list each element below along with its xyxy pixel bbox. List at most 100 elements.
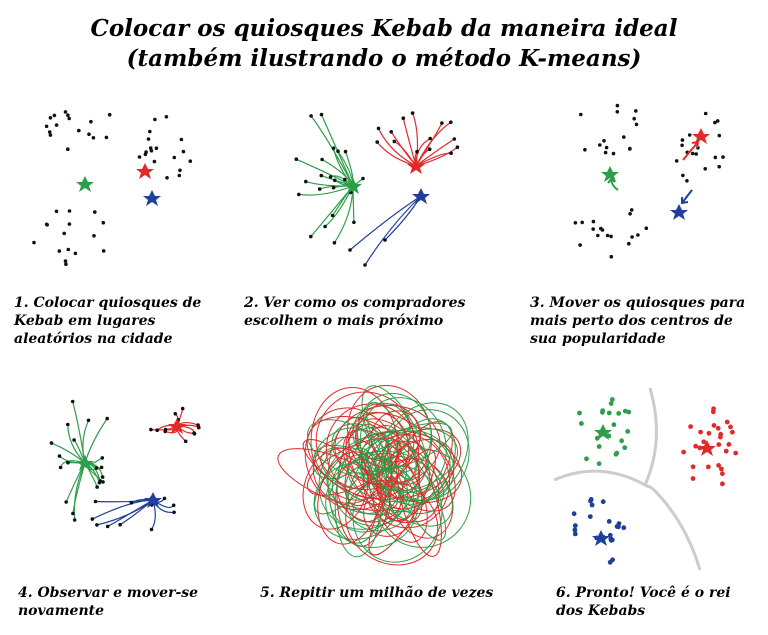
customer-dot xyxy=(571,511,577,517)
customer-dot xyxy=(294,157,299,161)
customer-dot xyxy=(165,176,169,180)
customer-dot xyxy=(608,401,614,406)
customer-dot xyxy=(728,424,733,430)
customer-dot xyxy=(392,139,397,144)
customer-dot xyxy=(717,133,722,138)
panel-1: 1. Colocar quiosques de Kebab em lugares… xyxy=(0,90,256,360)
customer-dot xyxy=(698,429,703,435)
customer-dot xyxy=(331,185,336,190)
customer-dot xyxy=(572,523,578,529)
customer-dot xyxy=(105,416,109,421)
boundary-line xyxy=(643,387,658,486)
customer-dot xyxy=(99,465,104,470)
customer-dot xyxy=(163,429,167,434)
customer-dot xyxy=(701,439,707,445)
customer-dot xyxy=(681,449,686,455)
assignment-line xyxy=(51,442,86,464)
customer-dots xyxy=(49,399,201,532)
customer-dot xyxy=(47,130,52,134)
customer-dot xyxy=(716,463,721,468)
red-star-icon xyxy=(136,163,154,179)
assignment-line xyxy=(84,418,108,464)
customer-dot xyxy=(173,412,178,416)
panel-3: 3. Mover os quiosques para mais perto do… xyxy=(520,90,768,360)
customer-dot xyxy=(100,475,105,479)
red-star-icon xyxy=(692,128,710,144)
customer-dot xyxy=(587,514,593,519)
customer-dot xyxy=(718,431,724,437)
green-arrow-icon xyxy=(607,177,619,191)
red-star-icon xyxy=(407,158,425,174)
customer-dot xyxy=(178,168,182,173)
customer-dot xyxy=(719,466,724,472)
caption-3: 3. Mover os quiosques para mais perto do… xyxy=(530,295,746,347)
customer-dot xyxy=(146,137,151,141)
customer-dot xyxy=(589,502,595,508)
caption-6: 6. Pronto! Você é o rei dos Kebabs xyxy=(556,585,731,619)
customer-dot xyxy=(197,425,201,430)
assignment-line xyxy=(67,424,86,464)
customer-dot xyxy=(309,234,313,239)
blue-star-icon xyxy=(592,530,610,546)
customer-dot xyxy=(578,243,582,247)
panel-5: 5. Repitir um milhão de vezes xyxy=(256,380,526,630)
customer-dot xyxy=(680,138,685,142)
customer-dot xyxy=(615,110,620,114)
customer-dot xyxy=(363,263,367,267)
customer-dot xyxy=(711,406,716,412)
customer-dot xyxy=(66,113,70,117)
customer-dot xyxy=(690,464,696,470)
customer-dot xyxy=(449,120,453,124)
customer-dot xyxy=(164,115,169,119)
customer-dot xyxy=(724,419,730,425)
scribble-loop xyxy=(383,440,429,486)
customer-dot xyxy=(611,151,616,156)
customer-dot xyxy=(98,479,102,483)
customer-dot xyxy=(634,109,638,113)
customer-dot xyxy=(154,146,159,150)
customer-dot xyxy=(330,213,335,218)
panel-4-diagram xyxy=(49,399,201,532)
customer-dot xyxy=(63,110,68,114)
customer-dot xyxy=(715,425,721,431)
customer-dot xyxy=(66,460,70,465)
scribble-loop xyxy=(326,430,451,515)
customer-dot xyxy=(607,559,613,565)
customer-dot xyxy=(332,241,337,245)
customer-dot xyxy=(694,152,698,156)
caption-2: 2. Ver como os compradores escolhem o ma… xyxy=(244,295,466,329)
boundary-line xyxy=(553,469,653,490)
panel-2-diagram xyxy=(294,111,460,267)
customer-dot xyxy=(600,499,606,505)
customer-dot xyxy=(188,159,193,163)
caption-4: 4. Observar e mover-se novamente xyxy=(18,585,199,619)
customer-dot xyxy=(54,123,59,127)
customer-dot xyxy=(64,500,68,504)
assignment-line xyxy=(349,195,422,251)
customer-dot xyxy=(86,418,91,423)
customer-dot xyxy=(720,471,725,477)
customer-dot xyxy=(596,461,602,467)
assignment-line xyxy=(415,152,452,167)
customer-dot xyxy=(711,423,717,428)
customer-dot xyxy=(415,149,419,154)
panel-5-diagram xyxy=(277,384,472,566)
customer-dot xyxy=(452,137,457,141)
customer-dot xyxy=(336,149,340,153)
customer-dot xyxy=(107,112,112,117)
caption-1: 1. Colocar quiosques de Kebab em lugares… xyxy=(14,295,202,347)
customer-dot xyxy=(693,443,699,449)
customer-dot xyxy=(455,145,460,149)
customer-dot xyxy=(721,155,725,159)
customer-dot xyxy=(604,145,609,150)
customer-dots xyxy=(32,110,193,266)
panel-1-diagram xyxy=(32,110,193,266)
customer-dot xyxy=(180,406,185,411)
customer-dot xyxy=(622,135,626,139)
scribble-loop xyxy=(368,452,428,543)
scribble-tangle xyxy=(277,384,472,566)
customer-dot xyxy=(690,476,696,481)
customer-dot xyxy=(320,157,324,162)
customer-dot xyxy=(92,234,96,238)
customer-dot xyxy=(95,485,99,489)
